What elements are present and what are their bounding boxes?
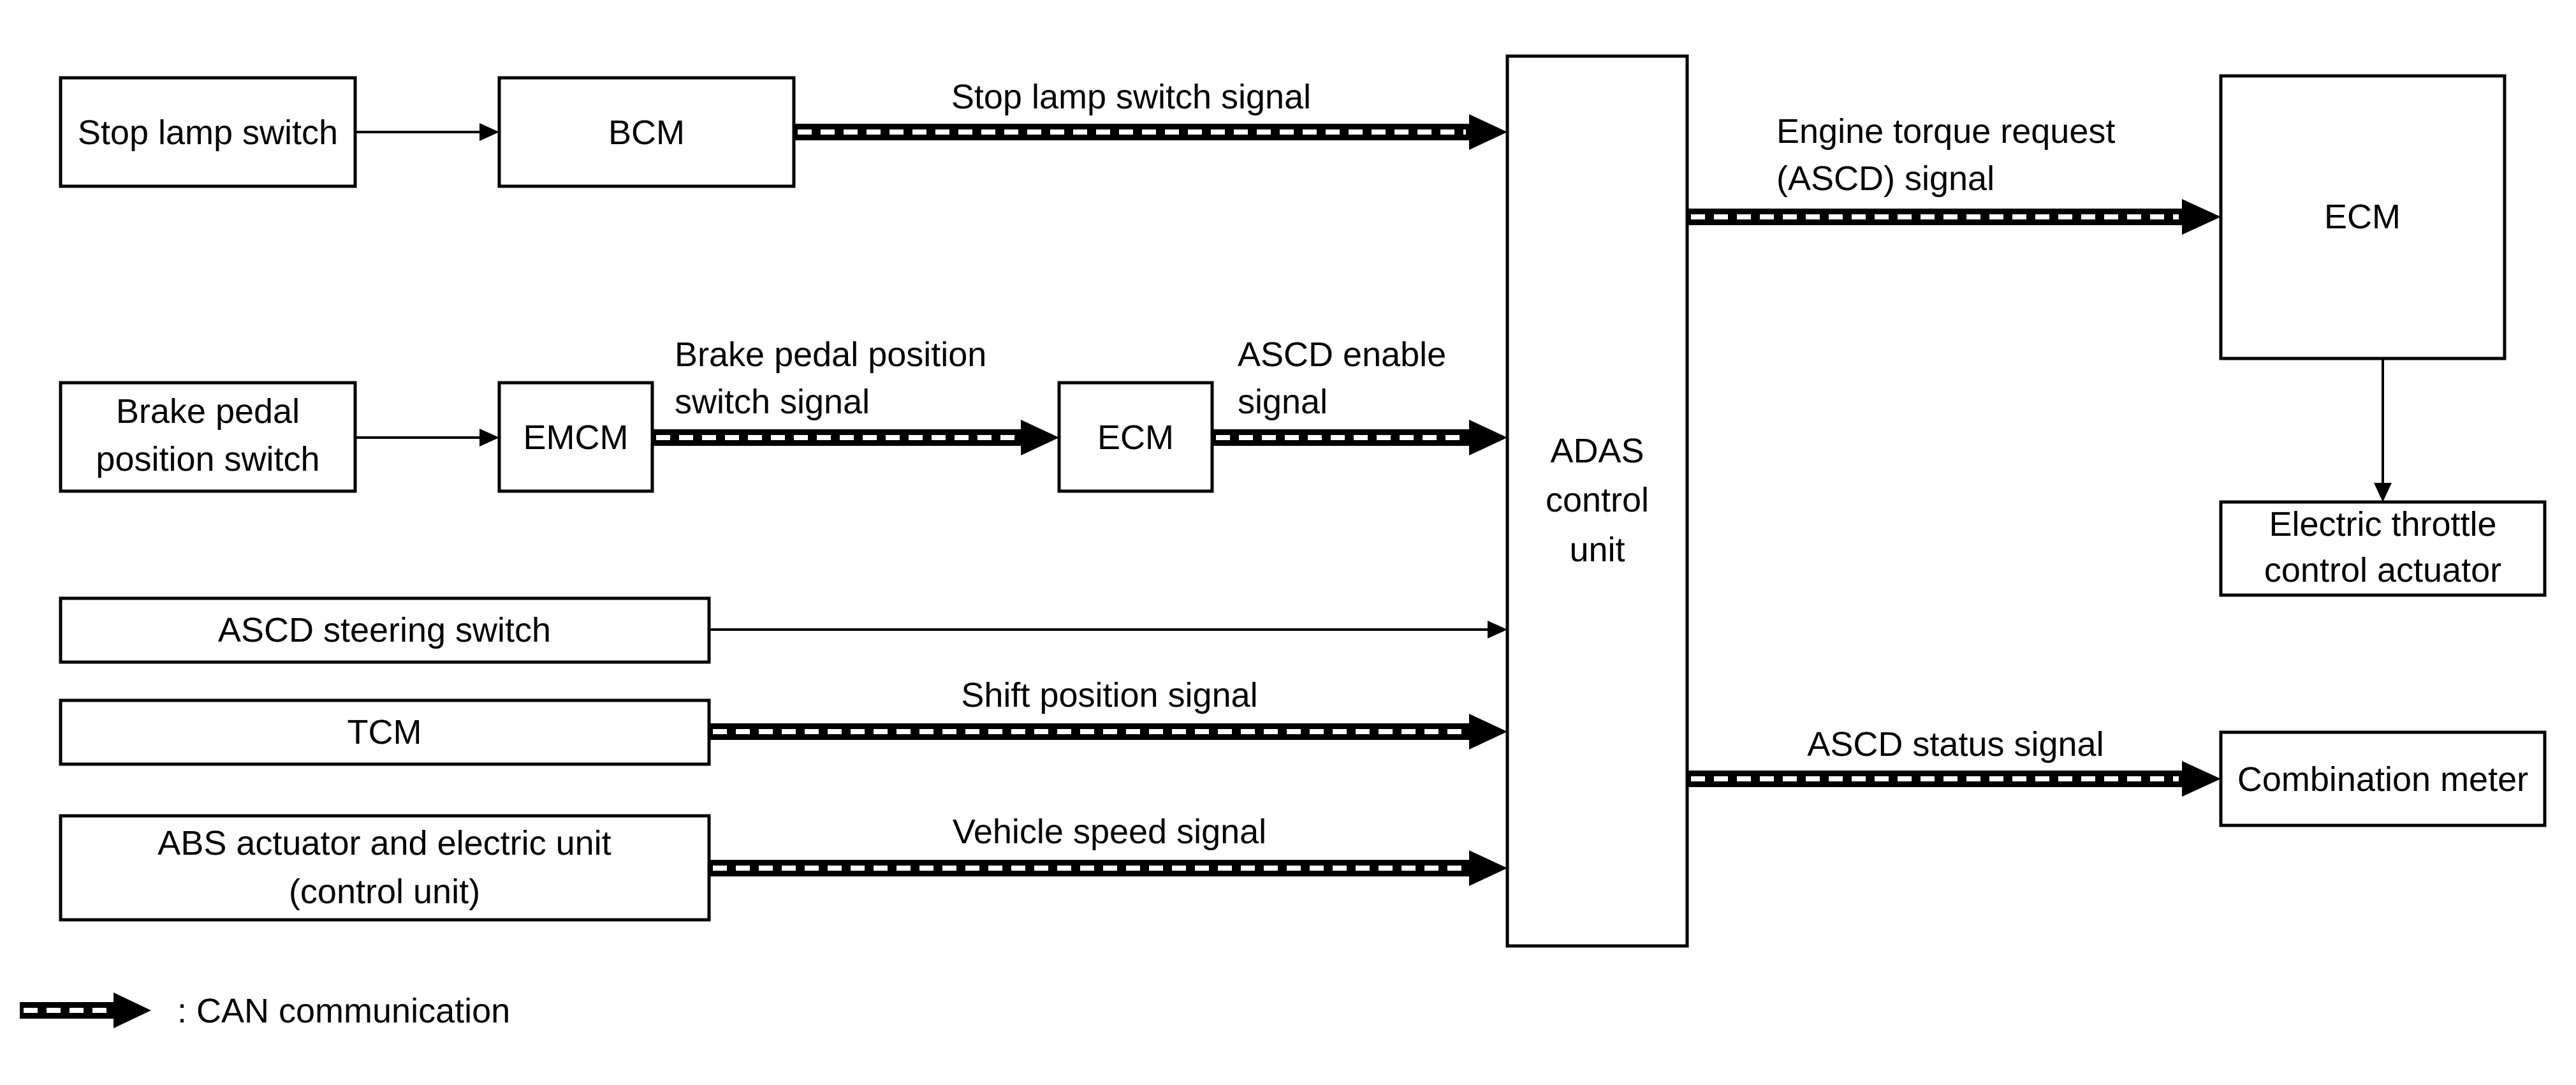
can-link-ecm-to-adas <box>1212 420 1507 455</box>
can-link-emcm-to-ecm <box>652 420 1059 455</box>
wire-brake-pedal-to-emcm <box>355 429 499 447</box>
wire-steering-switch-to-adas <box>709 621 1507 638</box>
label-ascd-steering-switch: ASCD steering switch <box>218 611 551 649</box>
signal-shift-position: Shift position signal <box>961 676 1257 714</box>
wire-ecm-to-throttle <box>2374 358 2392 502</box>
block-bcm: BCM <box>497 76 796 188</box>
signal-engine-torque-line1: Engine torque request <box>1776 112 2115 151</box>
label-stop-lamp-switch: Stop lamp switch <box>78 114 338 152</box>
label-throttle-line1: Electric throttle <box>2269 505 2496 543</box>
legend-can-communication-label: : CAN communication <box>177 992 510 1030</box>
label-adas-line3: unit <box>1569 531 1625 569</box>
label-bcm: BCM <box>608 114 685 152</box>
label-adas-line2: control <box>1546 481 1649 519</box>
signal-brake-pedal-position-line2: switch signal <box>675 383 870 421</box>
signal-ascd-enable-line2: signal <box>1238 383 1328 421</box>
block-brake-pedal-position-switch: Brake pedal position switch <box>59 381 357 493</box>
signal-ascd-status: ASCD status signal <box>1807 725 2104 764</box>
label-combination-meter: Combination meter <box>2237 760 2528 799</box>
can-link-tcm-to-adas <box>709 714 1507 749</box>
label-brake-pedal-line1: Brake pedal <box>116 392 300 431</box>
block-adas-control-unit: ADAS control unit <box>1505 54 1689 948</box>
block-tcm: TCM <box>59 698 711 766</box>
block-electric-throttle-control-actuator: Electric throttle control actuator <box>2219 500 2547 597</box>
block-emcm: EMCM <box>497 381 654 493</box>
label-abs-line2: (control unit) <box>289 873 480 911</box>
signal-stop-lamp-switch: Stop lamp switch signal <box>951 78 1311 116</box>
label-emcm: EMCM <box>523 418 629 457</box>
label-tcm: TCM <box>348 713 422 751</box>
can-link-bcm-to-adas <box>794 114 1507 150</box>
signal-ascd-enable-line1: ASCD enable <box>1238 336 1446 374</box>
wire-stop-lamp-to-bcm <box>355 123 499 141</box>
block-stop-lamp-switch: Stop lamp switch <box>59 76 357 188</box>
signal-brake-pedal-position-line1: Brake pedal position <box>675 336 986 374</box>
label-throttle-line2: control actuator <box>2264 551 2501 589</box>
legend-can-symbol <box>20 993 151 1028</box>
signal-engine-torque-line2: (ASCD) signal <box>1776 159 1994 198</box>
block-ascd-steering-switch: ASCD steering switch <box>59 596 711 664</box>
label-abs-line1: ABS actuator and electric unit <box>157 824 611 862</box>
label-ecm-right: ECM <box>2324 198 2401 236</box>
label-brake-pedal-line2: position switch <box>96 440 319 478</box>
can-link-abs-to-adas <box>709 850 1507 886</box>
block-combination-meter: Combination meter <box>2219 730 2547 827</box>
label-adas-line1: ADAS <box>1550 432 1644 470</box>
can-link-adas-to-ecm <box>1687 199 2221 235</box>
signal-vehicle-speed: Vehicle speed signal <box>953 813 1266 851</box>
block-ecm-middle: ECM <box>1057 381 1214 493</box>
block-ecm-right: ECM <box>2219 74 2506 360</box>
can-link-adas-to-combination-meter <box>1687 761 2221 797</box>
block-abs-actuator: ABS actuator and electric unit (control … <box>59 814 711 922</box>
label-ecm-middle: ECM <box>1097 418 1174 457</box>
legend: : CAN communication <box>20 992 510 1030</box>
